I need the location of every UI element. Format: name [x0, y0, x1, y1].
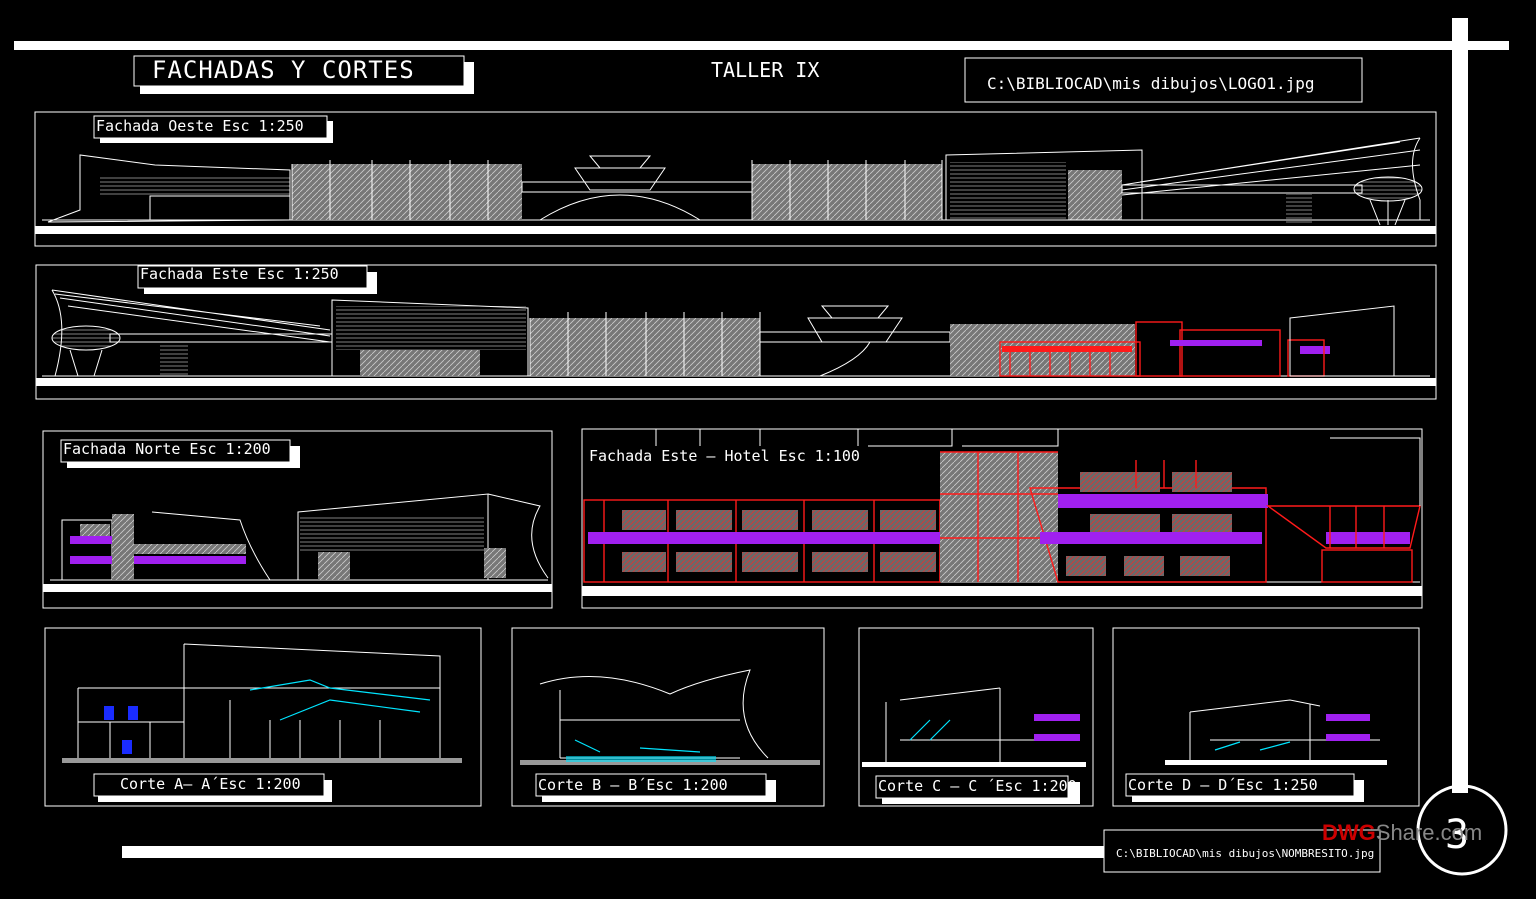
label-corte-a: Corte A– A´Esc 1:200 [120, 775, 301, 793]
watermark-share: Share.com [1375, 820, 1483, 845]
label-corte-d: Corte D – D´Esc 1:250 [1128, 776, 1318, 794]
panel-fachada-hotel: Fachada Este – Hotel Esc 1:100 [581, 428, 1423, 609]
label-corte-c: Corte C – C ´Esc 1:200 [878, 777, 1077, 795]
watermark-dwg: DWG [1322, 820, 1376, 845]
logo-path: C:\BIBLIOCAD\mis dibujos\LOGO1.jpg [987, 74, 1315, 93]
label-fachada-oeste: Fachada Oeste Esc 1:250 [96, 117, 304, 135]
label-corte-b: Corte B – B´Esc 1:200 [538, 776, 728, 794]
title-box: FACHADAS Y CORTES [133, 55, 474, 94]
panel-fachada-este: Fachada Este Esc 1:250 [35, 264, 1437, 400]
panel-corte-c: Corte C – C ´Esc 1:200 [858, 627, 1094, 807]
name-path: C:\BIBLIOCAD\mis dibujos\NOMBRESITO.jpg [1116, 847, 1374, 860]
label-fachada-hotel: Fachada Este – Hotel Esc 1:100 [589, 447, 860, 465]
course-label: TALLER IX [711, 58, 819, 82]
panel-corte-a: Corte A– A´Esc 1:200 [44, 627, 482, 807]
sheet-number: 3 [1445, 812, 1469, 858]
logo-placeholder: C:\BIBLIOCAD\mis dibujos\LOGO1.jpg [964, 57, 1363, 103]
label-fachada-este: Fachada Este Esc 1:250 [140, 265, 339, 283]
panel-fachada-oeste: Fachada Oeste Esc 1:250 [34, 111, 1437, 247]
sheet-number-badge: 3 [1416, 784, 1508, 876]
panel-corte-b: Corte B – B´Esc 1:200 [511, 627, 825, 807]
panel-fachada-norte: Fachada Norte Esc 1:200 [42, 430, 553, 609]
name-placeholder: C:\BIBLIOCAD\mis dibujos\NOMBRESITO.jpg [1103, 829, 1381, 873]
panel-corte-d: Corte D – D´Esc 1:250 [1112, 627, 1420, 807]
watermark: DWGShare.com [1322, 820, 1482, 846]
label-fachada-norte: Fachada Norte Esc 1:200 [63, 440, 271, 458]
sheet-frame [14, 18, 1509, 858]
sheet-title: FACHADAS Y CORTES [152, 56, 415, 84]
